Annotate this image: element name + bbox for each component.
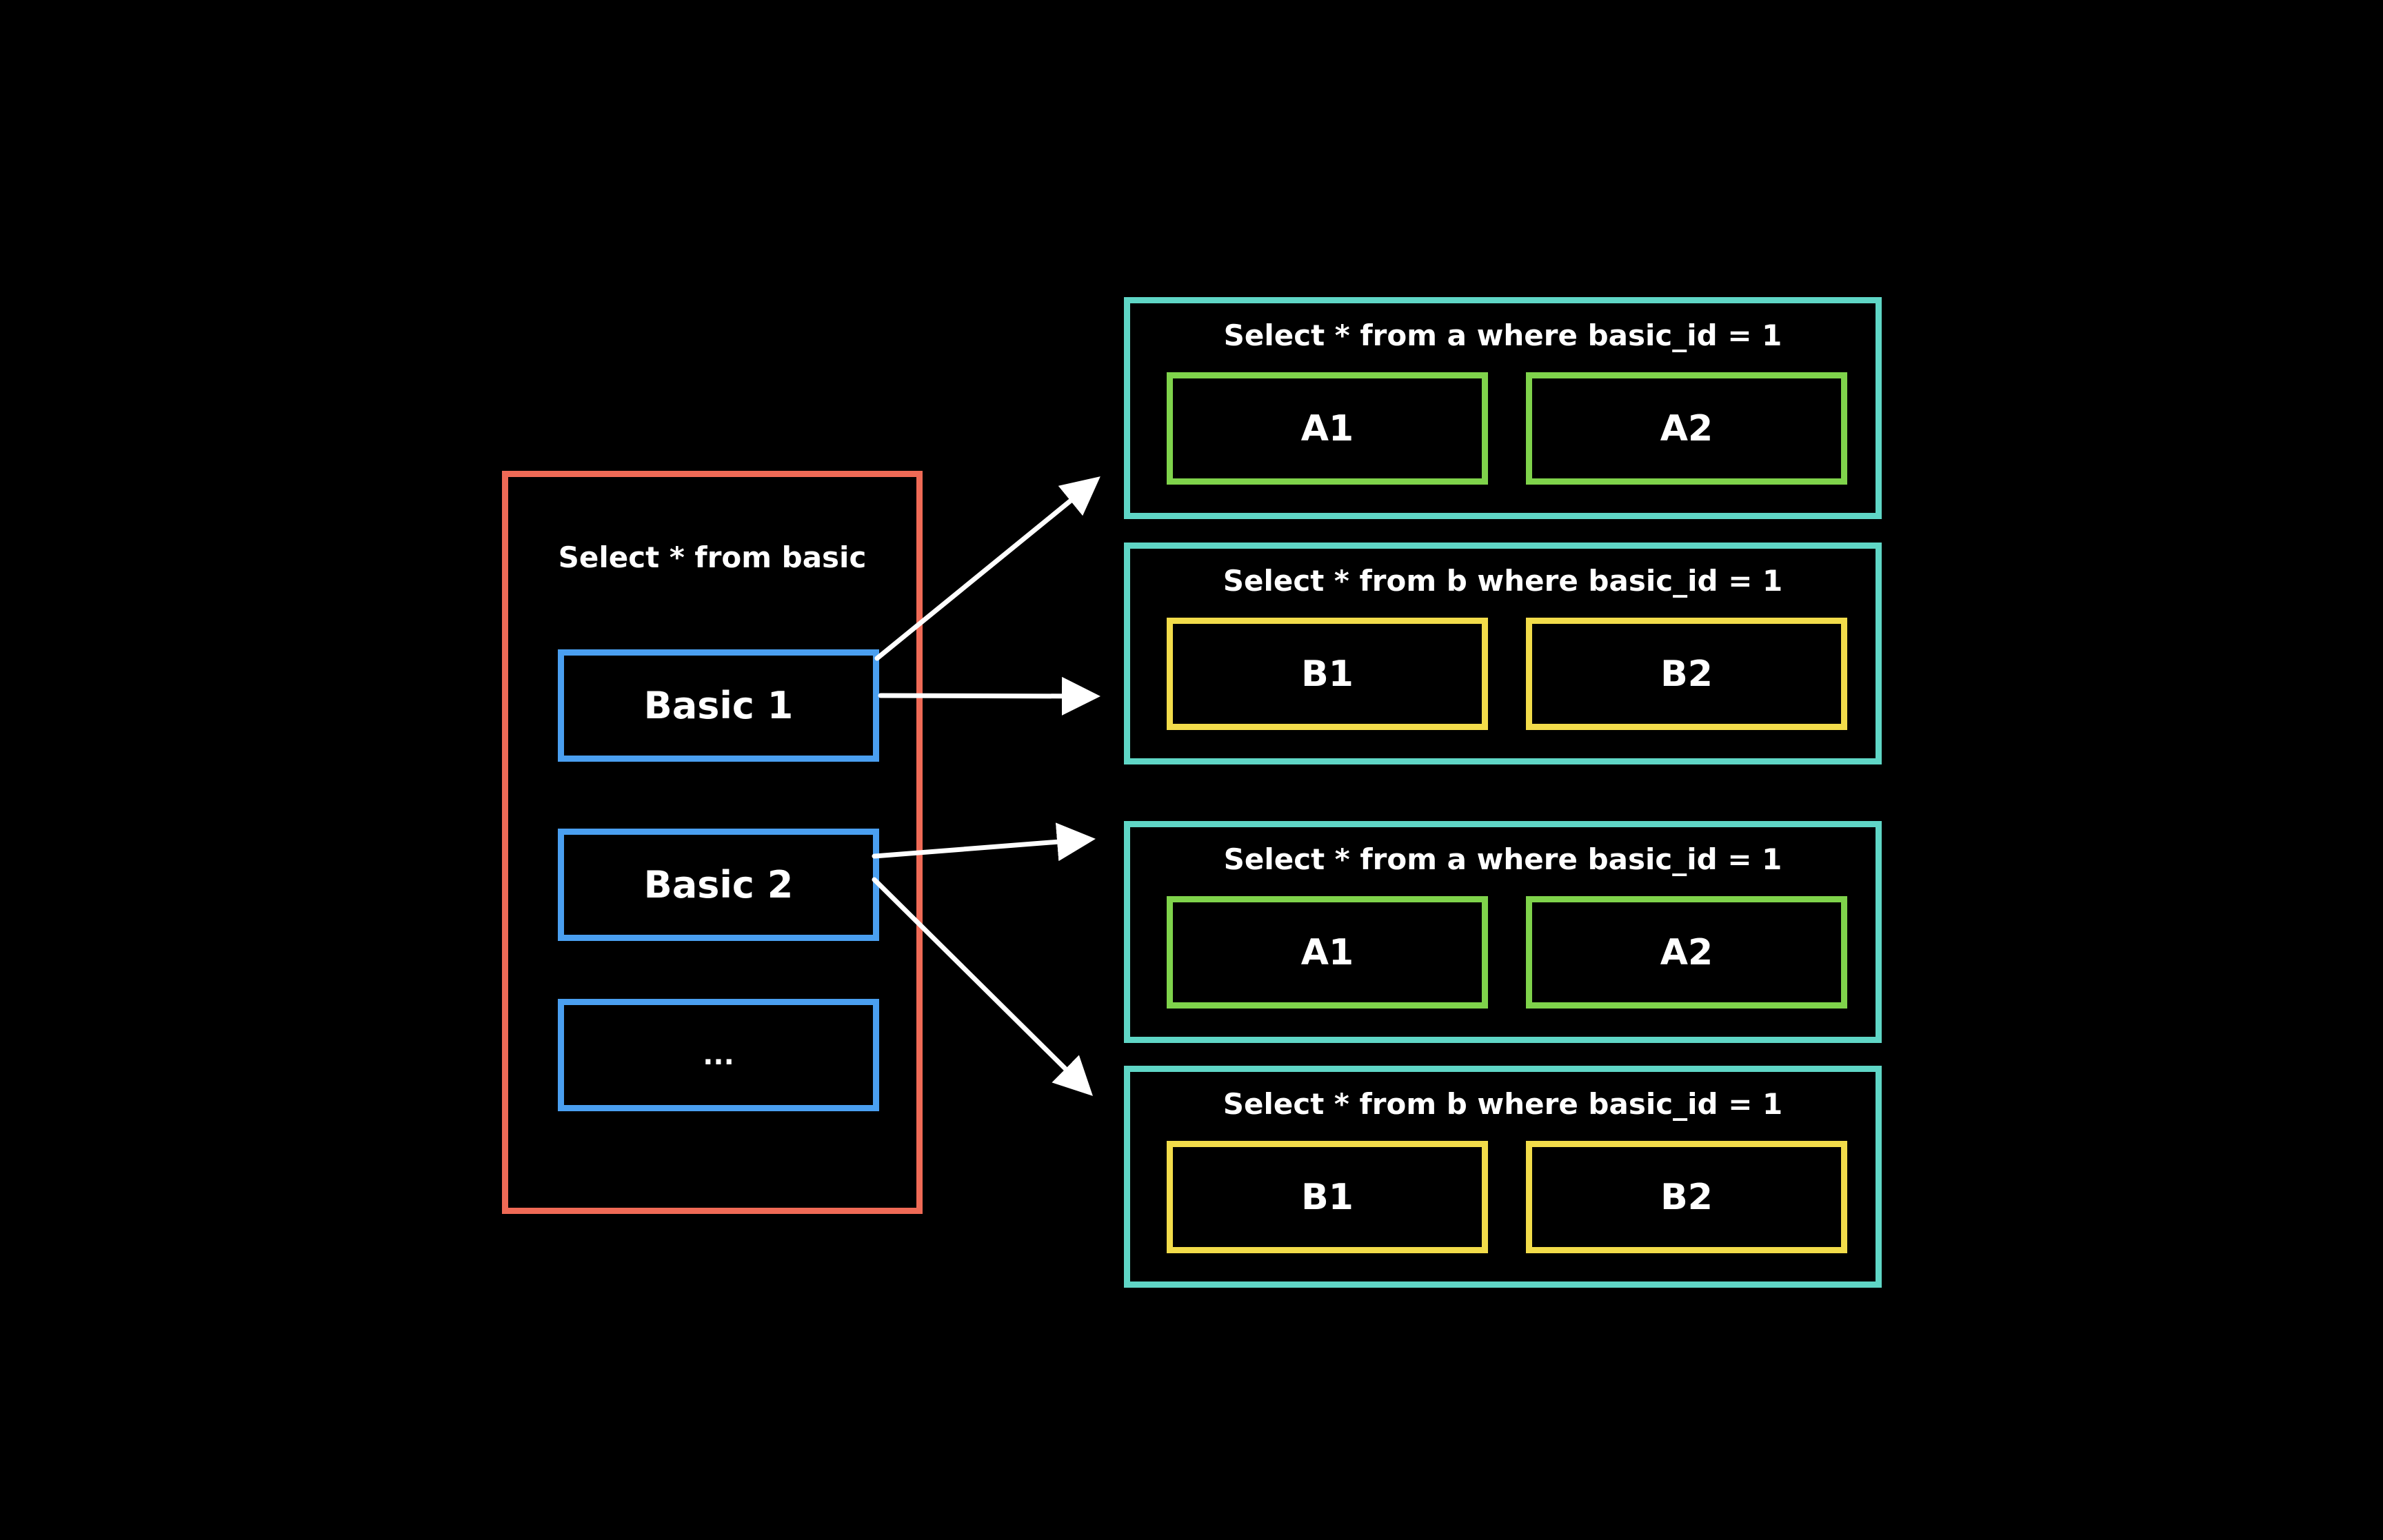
basic-item-2-label: Basic 2 (643, 863, 794, 906)
child-query-group-1: Select * from a where basic_id = 1 A1 A2 (1124, 297, 1882, 519)
child-query-group-4: Select * from b where basic_id = 1 B1 B2 (1124, 1066, 1882, 1288)
basic-item-1: Basic 1 (558, 649, 879, 762)
group-3-item-2: A2 (1526, 896, 1847, 1009)
group-1-query-label: Select * from a where basic_id = 1 (1223, 318, 1782, 352)
group-1-item-1-label: A1 (1300, 407, 1354, 449)
group-2-item-1: B1 (1167, 618, 1488, 730)
child-query-group-2: Select * from b where basic_id = 1 B1 B2 (1124, 543, 1882, 764)
child-query-group-3: Select * from a where basic_id = 1 A1 A2 (1124, 821, 1882, 1043)
basic-item-2: Basic 2 (558, 829, 879, 941)
group-4-item-2: B2 (1526, 1141, 1847, 1253)
group-4-item-1-label: B1 (1301, 1176, 1354, 1218)
basic-item-1-label: Basic 1 (643, 684, 794, 727)
group-2-item-2-label: B2 (1660, 653, 1713, 695)
group-1-item-1: A1 (1167, 372, 1488, 485)
group-4-item-1: B1 (1167, 1141, 1488, 1253)
group-1-item-2: A2 (1526, 372, 1847, 485)
group-4-item-2-label: B2 (1660, 1176, 1713, 1218)
group-4-query-label: Select * from b where basic_id = 1 (1223, 1087, 1783, 1121)
group-3-query-label: Select * from a where basic_id = 1 (1223, 842, 1782, 876)
group-3-item-1-label: A1 (1300, 931, 1354, 973)
group-2-query-label: Select * from b where basic_id = 1 (1223, 564, 1783, 598)
group-1-item-2-label: A2 (1660, 407, 1713, 449)
group-2-item-1-label: B1 (1301, 653, 1354, 695)
group-3-item-1: A1 (1167, 896, 1488, 1009)
group-2-item-2: B2 (1526, 618, 1847, 730)
basic-item-ellipsis: ... (558, 999, 879, 1111)
basic-query-label: Select * from basic (558, 540, 867, 574)
basic-query-container: Select * from basic Basic 1 Basic 2 ... (502, 471, 923, 1214)
basic-item-ellipsis-label: ... (703, 1039, 734, 1071)
group-3-item-2-label: A2 (1660, 931, 1713, 973)
